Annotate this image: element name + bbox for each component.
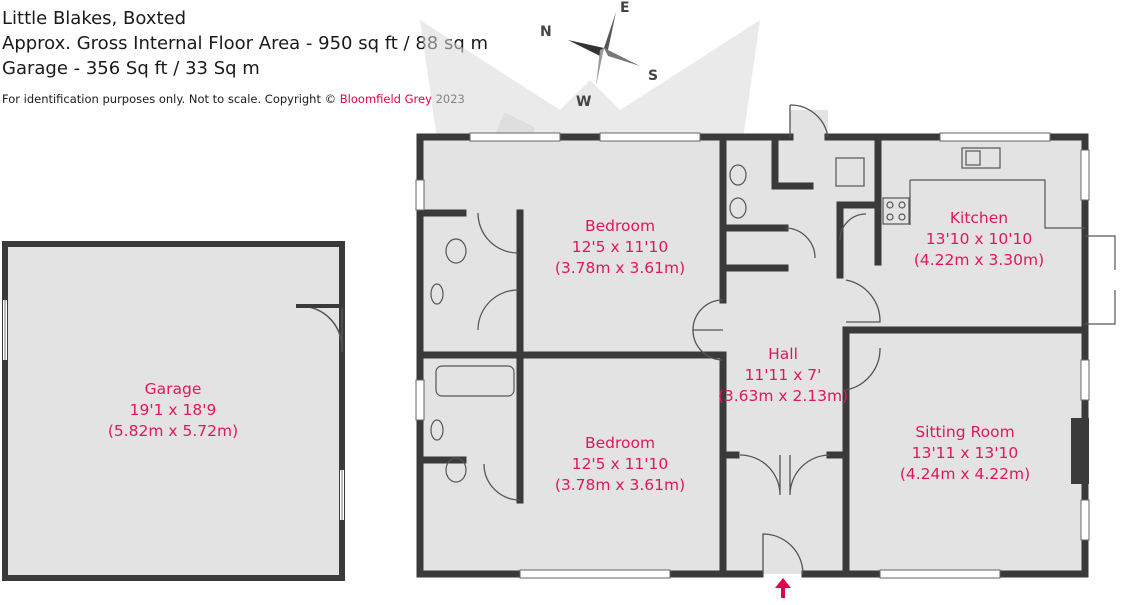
kitchen-fittings	[882, 147, 1116, 325]
room-hall: Hall 11'11 x 7' (3.63m x 2.13m)	[718, 344, 848, 407]
garage-area-line: Garage - 356 Sq ft / 33 Sq m	[2, 58, 260, 79]
room-dims-imperial: 13'11 x 13'10	[911, 444, 1019, 462]
door-swings	[477, 104, 881, 575]
compass-south: S	[648, 68, 658, 84]
compass-north: N	[540, 24, 552, 40]
bathroom-fixtures	[430, 157, 865, 483]
room-sitting: Sitting Room 13'11 x 13'10 (4.24m x 4.22…	[900, 422, 1030, 485]
room-bedroom-lower: Bedroom 12'5 x 11'10 (3.78m x 3.61m)	[555, 433, 685, 496]
room-dims-metric: (4.22m x 3.30m)	[913, 251, 1045, 269]
room-dims-metric: (3.63m x 2.13m)	[717, 387, 849, 405]
brand-link[interactable]: Bloomfield Grey	[339, 92, 432, 106]
house-floor	[420, 110, 1085, 574]
room-name: Bedroom	[584, 434, 656, 452]
room-dims-imperial: 12'5 x 11'10	[571, 238, 669, 256]
compass-east: E	[620, 0, 630, 16]
room-dims-metric: (3.78m x 3.61m)	[554, 259, 686, 277]
room-name: Kitchen	[949, 209, 1009, 227]
room-name: Hall	[768, 345, 798, 363]
room-name: Sitting Room	[915, 423, 1015, 441]
compass-west: W	[576, 94, 591, 110]
room-dims-imperial: 12'5 x 11'10	[571, 455, 669, 473]
room-kitchen: Kitchen 13'10 x 10'10 (4.22m x 3.30m)	[914, 208, 1044, 271]
windows	[415, 132, 1090, 579]
room-dims-metric: (3.78m x 3.61m)	[554, 476, 686, 494]
room-dims-imperial: 11'11 x 7'	[744, 366, 822, 384]
entrance-arrow-icon	[775, 578, 791, 598]
room-garage: Garage 19'1 x 18'9 (5.82m x 5.72m)	[108, 379, 238, 442]
room-name: Bedroom	[584, 217, 656, 235]
fireplace	[1071, 418, 1089, 484]
room-name: Garage	[144, 380, 202, 398]
note-prefix: For identification purposes only. Not to…	[2, 92, 337, 106]
plan-title: Little Blakes, Boxted	[2, 8, 187, 29]
room-dims-imperial: 13'10 x 10'10	[925, 230, 1033, 248]
room-dims-metric: (5.82m x 5.72m)	[107, 422, 239, 440]
garage-structure	[2, 241, 345, 581]
compass: N E S W	[540, 0, 658, 110]
room-bedroom-upper: Bedroom 12'5 x 11'10 (3.78m x 3.61m)	[555, 216, 685, 279]
floor-area-line: Approx. Gross Internal Floor Area - 950 …	[2, 33, 488, 54]
room-dims-imperial: 19'1 x 18'9	[129, 401, 217, 419]
room-dims-metric: (4.24m x 4.22m)	[899, 465, 1031, 483]
